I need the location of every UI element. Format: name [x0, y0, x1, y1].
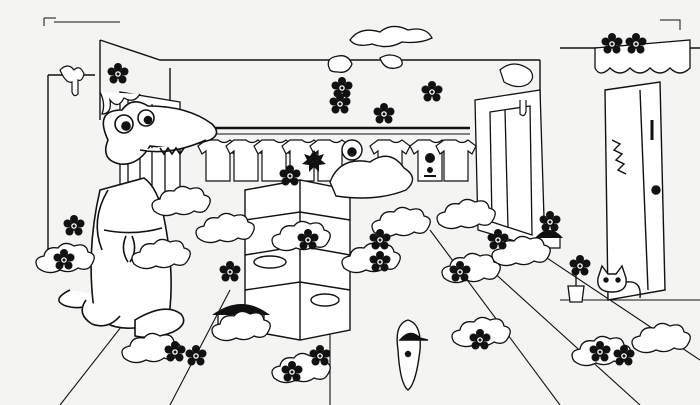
doorway: [604, 81, 666, 301]
frame-lines: [43, 17, 681, 30]
small-cat: [597, 264, 641, 299]
crocodile-character: [58, 101, 218, 339]
wardrobe: [474, 89, 546, 251]
sky-swirl-cloud: [327, 25, 433, 73]
potted-flower: [567, 272, 585, 303]
clothing-rack: [180, 126, 477, 182]
dripping-slime: [59, 63, 534, 117]
sofa-rock: [329, 139, 414, 199]
display-shelf: [244, 179, 351, 341]
bird-with-cap: [396, 319, 429, 391]
